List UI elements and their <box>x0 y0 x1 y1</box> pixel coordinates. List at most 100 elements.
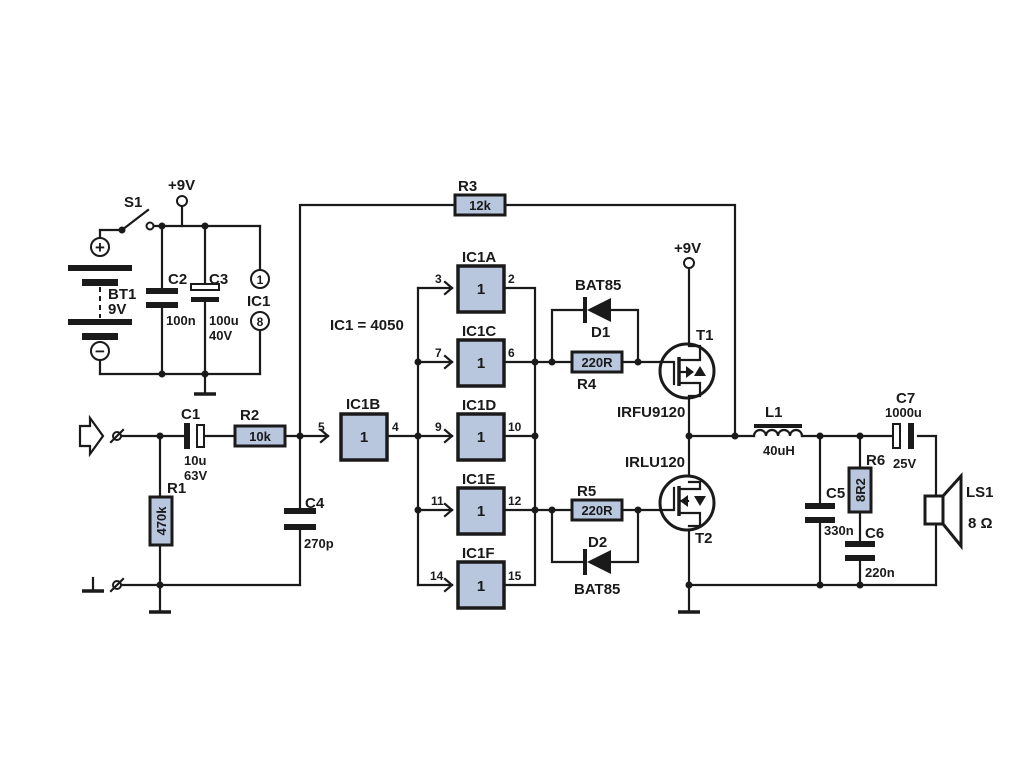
l1-value: 40uH <box>763 443 795 458</box>
r1-ref: R1 <box>167 480 186 497</box>
r2-value: 10k <box>249 429 271 444</box>
ic1a-ref: IC1A <box>462 249 496 266</box>
junctions <box>156 222 864 589</box>
r6-value: 8R2 <box>853 478 868 502</box>
supply-label-top: +9V <box>168 177 195 194</box>
ic1b-in-pin: 5 <box>318 420 325 434</box>
c5-ref: C5 <box>826 485 845 502</box>
c1-value: 10u <box>184 453 206 468</box>
r5-value: 220R <box>581 503 613 518</box>
battery-value: 9V <box>108 301 126 318</box>
battery-minus-sign: − <box>95 342 105 361</box>
ls1-value: 8 Ω <box>968 515 993 532</box>
d1-part: BAT85 <box>575 277 621 294</box>
capacitor-c1: C1 10u 63V <box>181 406 207 483</box>
c6-value: 220n <box>865 565 895 580</box>
capacitor-c6: C6 220n <box>845 525 895 580</box>
c1-voltage: 63V <box>184 468 207 483</box>
capacitor-c4: C4 270p <box>284 495 334 551</box>
ic1e-ref: IC1E <box>462 471 495 488</box>
r6-ref: R6 <box>866 452 885 469</box>
inductor-l1: L1 40uH <box>752 404 804 458</box>
ic1e-in-pin: 11 <box>431 494 444 508</box>
c7-value: 1000u <box>885 405 922 420</box>
ic1-supply-pins: 1 IC1 8 <box>247 269 270 331</box>
ic1d-in-pin: 9 <box>435 420 442 434</box>
ic1-pins-ref: IC1 <box>247 293 270 310</box>
d1-ref: D1 <box>591 324 610 341</box>
c7-voltage: 25V <box>893 456 916 471</box>
ic1b-ref: IC1B <box>346 396 380 413</box>
ic1f-symbol: 1 <box>477 578 485 595</box>
c4-value: 270p <box>304 536 334 551</box>
r3-ref: R3 <box>458 178 477 195</box>
c3-voltage: 40V <box>209 328 232 343</box>
ic1d-out-pin: 10 <box>508 420 522 434</box>
switch-label: S1 <box>124 194 142 211</box>
t2-part: IRLU120 <box>625 454 685 471</box>
gate-ic1b: 1 IC1B 5 4 <box>318 396 399 462</box>
ic1b-symbol: 1 <box>360 429 368 446</box>
ground-symbols <box>149 392 700 614</box>
ic1-pin8: 8 <box>257 315 264 329</box>
ic1d-symbol: 1 <box>477 429 485 446</box>
l1-ref: L1 <box>765 404 783 421</box>
capacitor-c5: C5 330n <box>805 485 854 538</box>
mosfet-t2: IRLU120 T2 <box>625 454 716 547</box>
speaker-ls1: LS1 8 Ω <box>923 472 994 551</box>
gate-ic1d: 1 IC1D 9 10 <box>435 397 522 462</box>
c3-ref: C3 <box>209 271 228 288</box>
c3-value: 100u <box>209 313 239 328</box>
ic1c-in-pin: 7 <box>435 346 442 360</box>
r2-ref: R2 <box>240 407 259 424</box>
ground-connector <box>82 576 125 593</box>
r1-value: 470k <box>154 506 169 536</box>
ic1b-out-pin: 4 <box>392 420 399 434</box>
ic1f-out-pin: 15 <box>508 569 522 583</box>
t1-ref: T1 <box>696 327 714 344</box>
ic1a-out-pin: 2 <box>508 272 515 286</box>
gate-ic1c: 1 IC1C 7 6 <box>435 323 515 388</box>
battery-bt1: + − BT1 9V <box>68 237 136 361</box>
r3-value: 12k <box>469 198 491 213</box>
ic1e-out-pin: 12 <box>508 494 522 508</box>
ic-note: IC1 = 4050 <box>330 317 404 334</box>
ic1c-symbol: 1 <box>477 355 485 372</box>
ic1-pin1: 1 <box>257 273 264 287</box>
gate-ic1a: 1 IC1A 3 2 <box>435 249 515 314</box>
diode-d1: BAT85 D1 <box>575 277 621 341</box>
supply-terminal-right: +9V <box>674 240 701 269</box>
ic1f-ref: IC1F <box>462 545 495 562</box>
d2-ref: D2 <box>588 534 607 551</box>
ic1e-symbol: 1 <box>477 503 485 520</box>
ic1f-in-pin: 14 <box>430 569 444 583</box>
ic1a-in-pin: 3 <box>435 272 442 286</box>
ls1-ref: LS1 <box>966 484 994 501</box>
capacitor-c3: C3 100u 40V <box>190 271 239 343</box>
d2-part: BAT85 <box>574 581 620 598</box>
c6-ref: C6 <box>865 525 884 542</box>
c5-value: 330n <box>824 523 854 538</box>
gate-ic1e: 1 IC1E 11 12 <box>431 471 522 536</box>
t1-part: IRFU9120 <box>617 404 685 421</box>
r4-value: 220R <box>581 355 613 370</box>
c2-value: 100n <box>166 313 196 328</box>
t2-ref: T2 <box>695 530 713 547</box>
wires <box>98 203 938 614</box>
gate-ic1f: 1 IC1F 14 15 <box>430 545 522 610</box>
ic1c-out-pin: 6 <box>508 346 515 360</box>
input-connector <box>78 414 125 458</box>
ic1c-ref: IC1C <box>462 323 496 340</box>
mosfet-t1: T1 IRFU9120 <box>617 327 716 421</box>
r4-ref: R4 <box>577 376 597 393</box>
battery-plus-sign: + <box>95 238 105 257</box>
resistor-r6: 8R2 R6 <box>847 452 885 514</box>
resistor-r1: 470k R1 <box>148 480 186 547</box>
c2-ref: C2 <box>168 271 187 288</box>
c7-ref: C7 <box>896 390 915 407</box>
resistor-r2: 10k R2 <box>233 407 287 448</box>
ic1a-symbol: 1 <box>477 281 485 298</box>
diode-d2: D2 BAT85 <box>574 534 620 598</box>
resistor-r3: 12k R3 <box>453 178 507 217</box>
